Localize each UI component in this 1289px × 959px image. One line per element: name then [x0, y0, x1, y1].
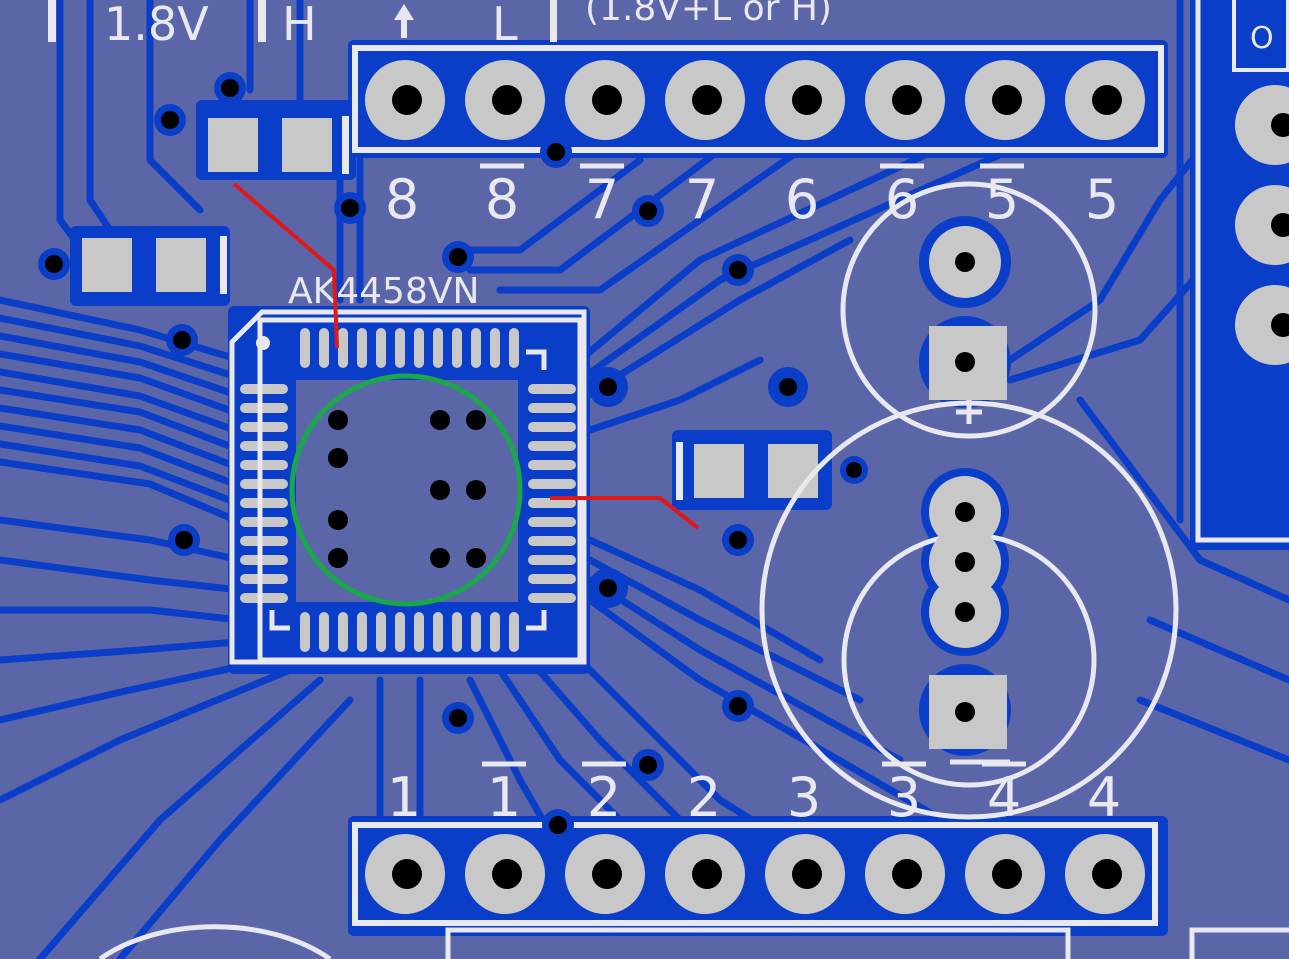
bottom-header-pin-2[interactable]: [465, 834, 545, 914]
pin-label-2: 8: [485, 168, 519, 231]
pin-label-5: 6: [785, 168, 819, 231]
bottom-pin-header[interactable]: [352, 822, 1158, 926]
vias: [38, 72, 868, 841]
top-header-pin-8[interactable]: [1065, 60, 1145, 140]
high-label: H: [282, 0, 317, 51]
bottom-header-pin-6[interactable]: [865, 834, 945, 914]
pin-label-3: 2: [587, 766, 621, 829]
pin-label-1: 8: [385, 168, 419, 231]
pin-label-2: 1: [487, 766, 521, 829]
pin-label-1: 1: [387, 766, 421, 829]
qfn-chip-ak4458vn[interactable]: [229, 309, 587, 665]
pin-label-6: 6: [885, 168, 919, 231]
pin-label-3: 7: [585, 168, 619, 231]
smd-component-top[interactable]: [208, 116, 349, 174]
top-labels: 1.8V H L (1.8V+L or H): [48, 0, 832, 51]
top-header-pin-1[interactable]: [365, 60, 445, 140]
pin-label-7: 5: [985, 168, 1019, 231]
low-label: L: [492, 0, 518, 51]
top-header-pin-2[interactable]: [465, 60, 545, 140]
top-pin-header[interactable]: [352, 45, 1164, 153]
bottom-header-pin-8[interactable]: [1065, 834, 1145, 914]
pin-label-8: 5: [1085, 168, 1119, 231]
top-header-pin-6[interactable]: [865, 60, 945, 140]
top-header-pin-5[interactable]: [765, 60, 845, 140]
bottom-outlines: [98, 924, 1289, 959]
top-header-pin-4[interactable]: [665, 60, 745, 140]
voltage-label: 1.8V: [104, 0, 209, 51]
pin-label-6: 3: [887, 766, 921, 829]
pin-label-4: 7: [685, 168, 719, 231]
capacitor-outlines: [759, 181, 1179, 820]
chip-highlight-circle: [289, 373, 523, 607]
top-header-pin-3[interactable]: [565, 60, 645, 140]
smd-component-right[interactable]: [676, 442, 818, 500]
bottom-header-pin-7[interactable]: [965, 834, 1045, 914]
ratsnest-lines: [232, 182, 700, 530]
right-edge-connector[interactable]: O: [1195, 0, 1289, 543]
svg-text:O: O: [1250, 21, 1274, 56]
chip-label: AK4458VN: [288, 271, 479, 312]
bottom-header-pin-5[interactable]: [765, 834, 845, 914]
smd-component-left[interactable]: [82, 236, 227, 294]
component-pads-right[interactable]: [929, 226, 1007, 749]
chip-pads: [240, 328, 576, 652]
bottom-header-pin-1[interactable]: [365, 834, 445, 914]
pin-label-5: 3: [787, 766, 821, 829]
bottom-header-pin-3[interactable]: [565, 834, 645, 914]
bottom-header-pin-4[interactable]: [665, 834, 745, 914]
select-note: (1.8V+L or H): [585, 0, 832, 29]
top-header-pin-7[interactable]: [965, 60, 1045, 140]
thermal-vias: [328, 410, 486, 568]
pin-label-4: 2: [687, 766, 721, 829]
